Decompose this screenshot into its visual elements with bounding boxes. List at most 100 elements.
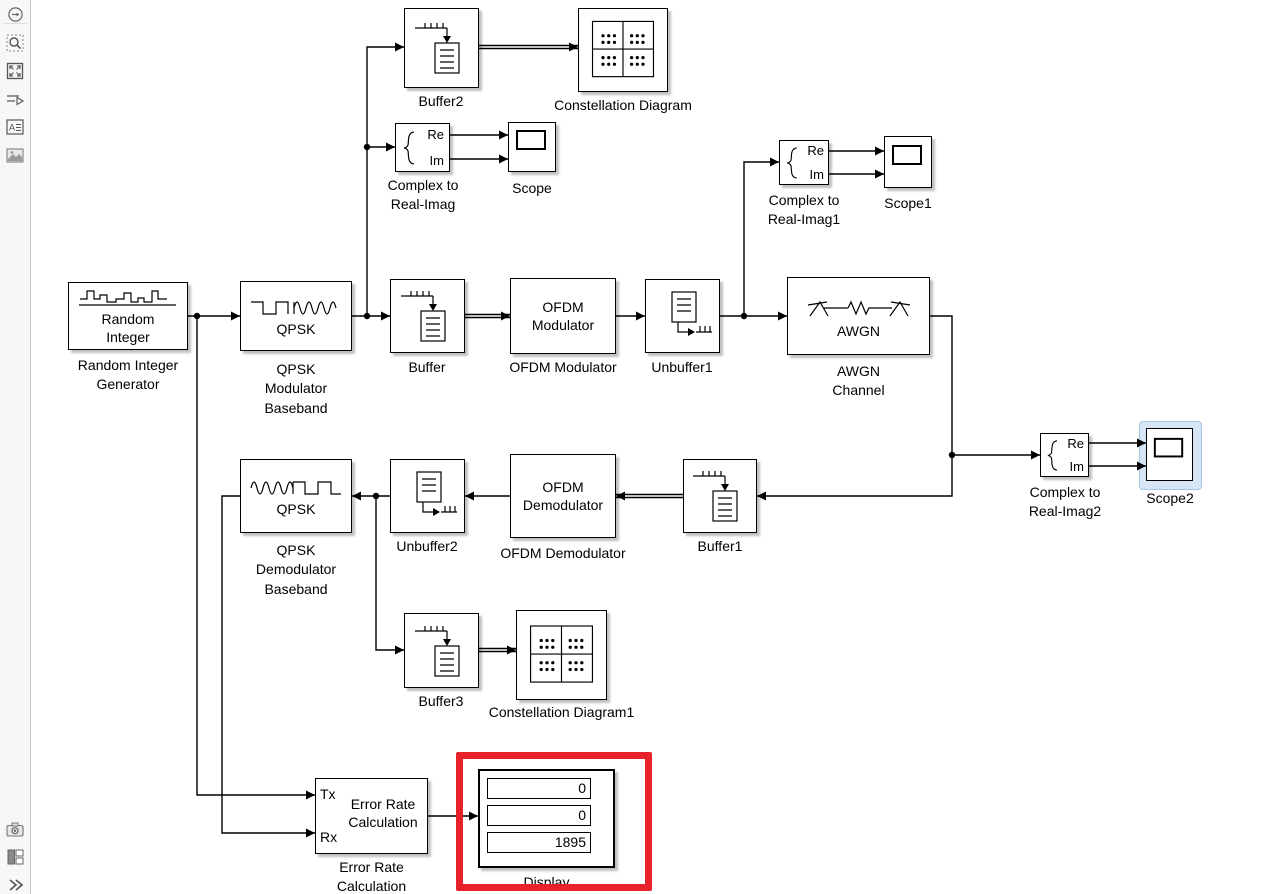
- buffer-icon: [693, 471, 738, 522]
- label-constellation-diagram: Constellation Diagram: [554, 97, 692, 113]
- unbuffer-icon: [415, 471, 457, 516]
- block-buffer1[interactable]: [683, 459, 757, 533]
- im-port-label: Im: [429, 153, 444, 168]
- split-brace-icon: [1047, 440, 1058, 471]
- block-buffer[interactable]: [390, 279, 465, 353]
- block-buffer2[interactable]: [404, 8, 479, 88]
- wire-unbuffer2-to-qpskdemod[interactable]: [352, 491, 390, 501]
- block-qpsk-modulator[interactable]: QPSK: [240, 281, 352, 351]
- block-unbuffer2[interactable]: [390, 459, 465, 533]
- display-value-2: 0: [487, 805, 591, 826]
- label-buffer: Buffer: [408, 359, 446, 375]
- random-stairs-icon: [79, 290, 176, 306]
- block-buffer3[interactable]: [404, 613, 479, 688]
- scope-screen-icon: [1153, 437, 1184, 458]
- square-to-sine-icon: [251, 301, 337, 315]
- re-port-label: Re: [807, 143, 824, 158]
- label-ofdm-demodulator: OFDM Demodulator: [500, 545, 626, 561]
- label-unbuffer2: Unbuffer2: [396, 538, 458, 554]
- wire-buffer2-to-constellation[interactable]: [479, 42, 578, 52]
- wire-buffer-to-ofdmmod[interactable]: [465, 311, 510, 321]
- route-signals-icon[interactable]: [4, 88, 26, 110]
- block-text: QPSK: [276, 320, 316, 337]
- constellation-icon: [529, 625, 594, 683]
- block-error-rate-calculation[interactable]: Tx Rx Error Rate Calculation: [315, 778, 428, 854]
- wire-errorrate-to-display[interactable]: [428, 811, 478, 821]
- label-complex-to-real-imag2: Complex to Real-Imag2: [1028, 484, 1102, 520]
- svg-text:A: A: [9, 123, 15, 133]
- annotation-icon[interactable]: A: [4, 116, 26, 138]
- im-port-label: Im: [1069, 459, 1084, 474]
- block-unbuffer1[interactable]: [645, 279, 720, 353]
- block-constellation-diagram1[interactable]: [516, 610, 607, 700]
- wire-tx-branch[interactable]: [196, 316, 315, 800]
- label-complex-to-real-imag: Complex to Real-Imag: [387, 177, 459, 213]
- camera-icon[interactable]: [4, 818, 26, 840]
- buffer-icon: [400, 291, 446, 342]
- wire-ofdmmod-to-unbuffer1[interactable]: [616, 311, 645, 321]
- tool-palette: A: [0, 0, 31, 894]
- wire-branch-to-c2ri[interactable]: [367, 142, 395, 152]
- wire-branch-to-buffer3[interactable]: [375, 496, 404, 655]
- buffer-icon: [414, 625, 460, 677]
- rx-port-label: Rx: [320, 829, 338, 845]
- block-display[interactable]: 0 0 1895: [478, 769, 615, 868]
- block-qpsk-demodulator[interactable]: QPSK: [240, 459, 352, 533]
- block-text: Random Integer: [101, 310, 155, 345]
- block-complex-to-real-imag2[interactable]: Re Im: [1040, 433, 1089, 477]
- unbuffer-icon: [670, 291, 712, 336]
- image-icon[interactable]: [4, 144, 26, 166]
- fit-to-view-icon[interactable]: [4, 60, 26, 82]
- label-qpsk-demodulator: QPSK Demodulator Baseband: [255, 542, 337, 597]
- scope-screen-icon: [892, 145, 922, 165]
- block-awgn-channel[interactable]: AWGN: [787, 277, 930, 355]
- wire-c2ri1-to-scope1[interactable]: [829, 146, 884, 179]
- sine-to-square-icon: [250, 481, 341, 495]
- label-scope: Scope: [512, 180, 552, 196]
- block-scope1[interactable]: [884, 136, 932, 188]
- scope-screen-icon: [516, 130, 546, 150]
- block-constellation-diagram[interactable]: [578, 8, 668, 92]
- wire-buffer1-to-ofdmdemod[interactable]: [616, 491, 683, 501]
- wire-c2ri-to-scope[interactable]: [450, 130, 508, 164]
- block-ofdm-demodulator[interactable]: OFDM Demodulator: [510, 454, 616, 538]
- block-ofdm-modulator[interactable]: OFDM Modulator: [510, 278, 616, 354]
- label-scope1: Scope1: [884, 195, 932, 211]
- re-port-label: Re: [427, 127, 444, 142]
- block-complex-to-real-imag[interactable]: Re Im: [395, 123, 450, 172]
- tx-port-label: Tx: [320, 786, 336, 802]
- label-awgn-channel: AWGN Channel: [832, 363, 885, 399]
- block-scope[interactable]: [508, 122, 556, 172]
- expand-more-icon[interactable]: [4, 874, 26, 894]
- wire-ofdmdemod-to-unbuffer2[interactable]: [465, 491, 510, 501]
- wire-c2ri2-to-scope2[interactable]: [1089, 438, 1146, 471]
- label-buffer1: Buffer1: [697, 538, 743, 554]
- block-text: OFDM Modulator: [531, 298, 595, 333]
- display-value-1: 0: [487, 778, 591, 799]
- label-buffer3: Buffer3: [418, 693, 464, 709]
- hide-palette-icon[interactable]: [4, 3, 26, 25]
- viewmarks-icon[interactable]: [4, 846, 26, 868]
- block-random-integer-generator[interactable]: Random Integer: [68, 282, 188, 350]
- wire-randominteger-to-qpsk[interactable]: [188, 311, 240, 321]
- wire-qpskdemod-to-rx[interactable]: [221, 495, 315, 838]
- label-ofdm-modulator: OFDM Modulator: [509, 359, 617, 375]
- zoom-region-icon[interactable]: [4, 32, 26, 54]
- wire-branch-to-c2ri2[interactable]: [952, 450, 1040, 460]
- wire-branch-to-c2ri1[interactable]: [743, 157, 779, 317]
- buffer-icon: [414, 23, 460, 74]
- wire-buffer3-to-constellation1[interactable]: [479, 645, 516, 655]
- block-text: AWGN: [836, 322, 881, 339]
- label-error-rate-calculation: Error Rate Calculation: [336, 859, 407, 894]
- label-constellation-diagram1: Constellation Diagram1: [488, 704, 635, 720]
- re-port-label: Re: [1067, 436, 1084, 451]
- wire-unbuffer1-to-awgn[interactable]: [720, 311, 787, 321]
- red-highlight-annotation: [456, 752, 652, 891]
- wire-qpsk-to-buffer[interactable]: [352, 311, 390, 321]
- block-scope2[interactable]: [1146, 428, 1193, 481]
- label-qpsk-modulator: QPSK Modulator Baseband: [264, 361, 328, 416]
- block-complex-to-real-imag1[interactable]: Re Im: [779, 140, 829, 185]
- label-buffer2: Buffer2: [418, 93, 464, 109]
